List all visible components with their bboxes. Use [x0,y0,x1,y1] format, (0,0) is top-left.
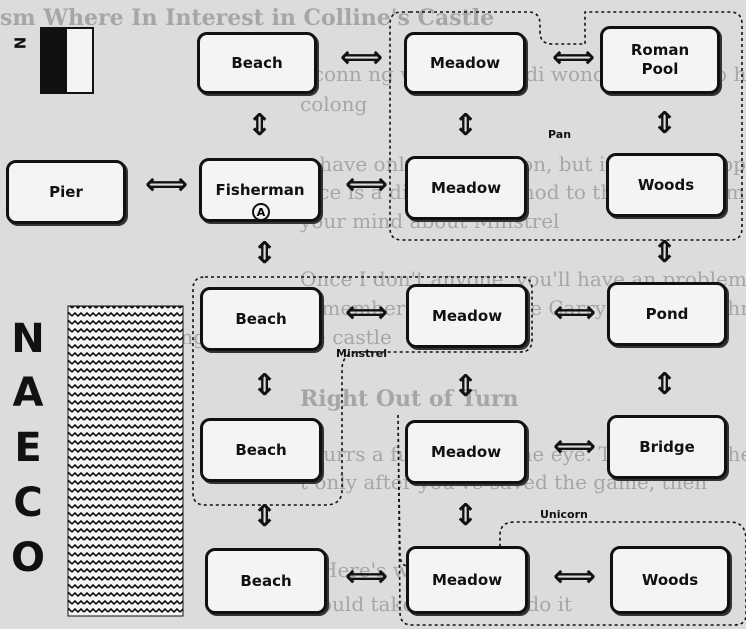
unicorn-region-label: Unicorn [540,508,588,521]
room-bridge[interactable]: Bridge [607,415,727,479]
minstrel-region-label: Minstrel [336,347,388,360]
north-south-arrow-icon: ⇕ [252,368,278,403]
ocean-border [67,305,184,617]
ocean-letter: E [14,425,42,471]
compass-box [40,27,94,94]
north-south-arrow-icon: ⇕ [652,367,678,402]
room-pier[interactable]: Pier [6,160,126,224]
north-south-arrow-icon: ⇕ [453,498,479,533]
north-south-arrow-icon: ⇕ [453,108,479,143]
room-beach[interactable]: Beach [200,418,322,482]
ocean-water [68,306,183,616]
room-meadow[interactable]: Meadow [406,284,528,348]
east-west-arrow-icon: ⟺ [145,167,189,202]
east-west-arrow-icon: ⟺ [345,167,389,202]
north-arrow-label: N [11,36,30,50]
room-meadow[interactable]: Meadow [405,156,527,220]
room-woods[interactable]: Woods [606,153,726,217]
player-marker: A [252,203,270,221]
ocean-letter: N [11,316,45,362]
east-west-arrow-icon: ⟺ [340,40,384,75]
north-south-arrow-icon: ⇕ [652,235,678,270]
east-west-arrow-icon: ⟺ [553,559,597,594]
compass-dark-half [42,29,67,92]
minstrel-region-outline [192,276,533,506]
north-south-arrow-icon: ⇕ [652,106,678,141]
room-pond[interactable]: Pond [607,282,727,346]
room-woods[interactable]: Woods [610,546,730,614]
room-meadow[interactable]: Meadow [406,546,528,614]
ocean-letter: A [12,370,44,416]
north-south-arrow-icon: ⇕ [247,108,273,143]
room-meadow[interactable]: Meadow [404,32,526,94]
east-west-arrow-icon: ⟺ [553,429,597,464]
north-south-arrow-icon: ⇕ [252,236,278,271]
east-west-arrow-icon: ⟺ [345,559,389,594]
room-beach[interactable]: Beach [205,548,327,614]
pan-region-label: Pan [548,128,572,141]
east-west-arrow-icon: ⟺ [553,295,597,330]
east-west-arrow-icon: ⟺ [552,40,596,75]
compass-light-half [67,29,92,92]
room-beach[interactable]: Beach [200,287,322,351]
north-south-arrow-icon: ⇕ [252,499,278,534]
east-west-arrow-icon: ⟺ [345,295,389,330]
ocean-letter: C [13,480,43,526]
room-beach[interactable]: Beach [197,32,317,94]
north-south-arrow-icon: ⇕ [453,369,479,404]
room-meadow[interactable]: Meadow [405,420,527,484]
ocean-letter: O [10,535,45,581]
